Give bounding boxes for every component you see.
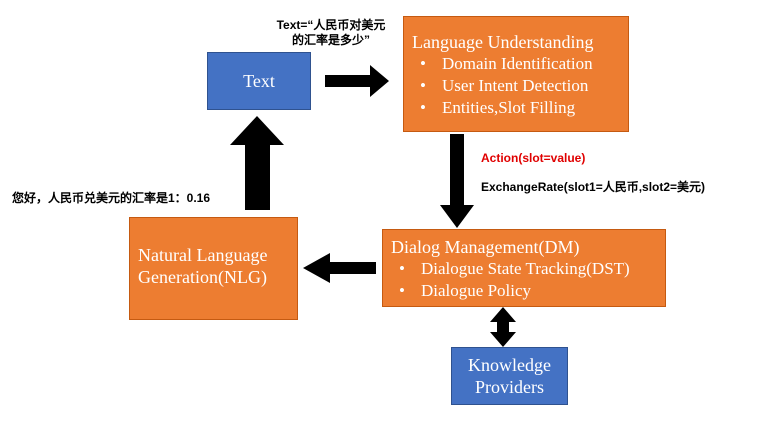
dialog-management-title: Dialog Management(DM): [391, 237, 580, 257]
nlg-node: Natural Language Generation(NLG): [129, 217, 298, 320]
text-input-annotation: Text=“人民币对美元 的汇率是多少”: [271, 18, 391, 48]
dialog-management-node: Dialog Management(DM) Dialogue State Tra…: [382, 229, 666, 307]
text-input-line2: 的汇率是多少”: [291, 33, 370, 47]
language-understanding-title: Language Understanding: [412, 32, 594, 52]
arrow-down-icon: [440, 134, 474, 228]
arrow-left-icon: [303, 253, 376, 283]
nlg-line1: Natural Language: [138, 245, 268, 265]
list-item: User Intent Detection: [412, 75, 628, 97]
exchange-rate-annotation: ExchangeRate(slot1=人民币,slot2=美元): [481, 180, 706, 194]
list-item: Domain Identification: [412, 53, 628, 75]
knowledge-line1: Knowledge: [468, 355, 551, 375]
arrow-up-icon: [230, 116, 284, 210]
knowledge-providers-node: Knowledge Providers: [451, 347, 568, 405]
double-arrow-icon: [490, 307, 516, 347]
arrow-right-icon: [325, 65, 389, 97]
text-input-line1: Text=“人民币对美元: [276, 18, 386, 32]
language-understanding-node: Language Understanding Domain Identifica…: [403, 16, 629, 132]
response-annotation: 您好，人民币兑美元的汇率是1：0.16: [12, 191, 211, 205]
dialog-management-list: Dialogue State Tracking(DST) Dialogue Po…: [391, 258, 665, 302]
text-node-label: Text: [243, 71, 275, 91]
list-item: Dialogue Policy: [391, 280, 665, 302]
list-item: Entities,Slot Filling: [412, 97, 628, 119]
knowledge-line2: Providers: [475, 377, 544, 397]
list-item: Dialogue State Tracking(DST): [391, 258, 665, 280]
language-understanding-list: Domain Identification User Intent Detect…: [412, 53, 628, 119]
text-node: Text: [207, 52, 311, 110]
action-annotation: Action(slot=value): [481, 151, 586, 165]
nlg-line2: Generation(NLG): [138, 267, 267, 287]
